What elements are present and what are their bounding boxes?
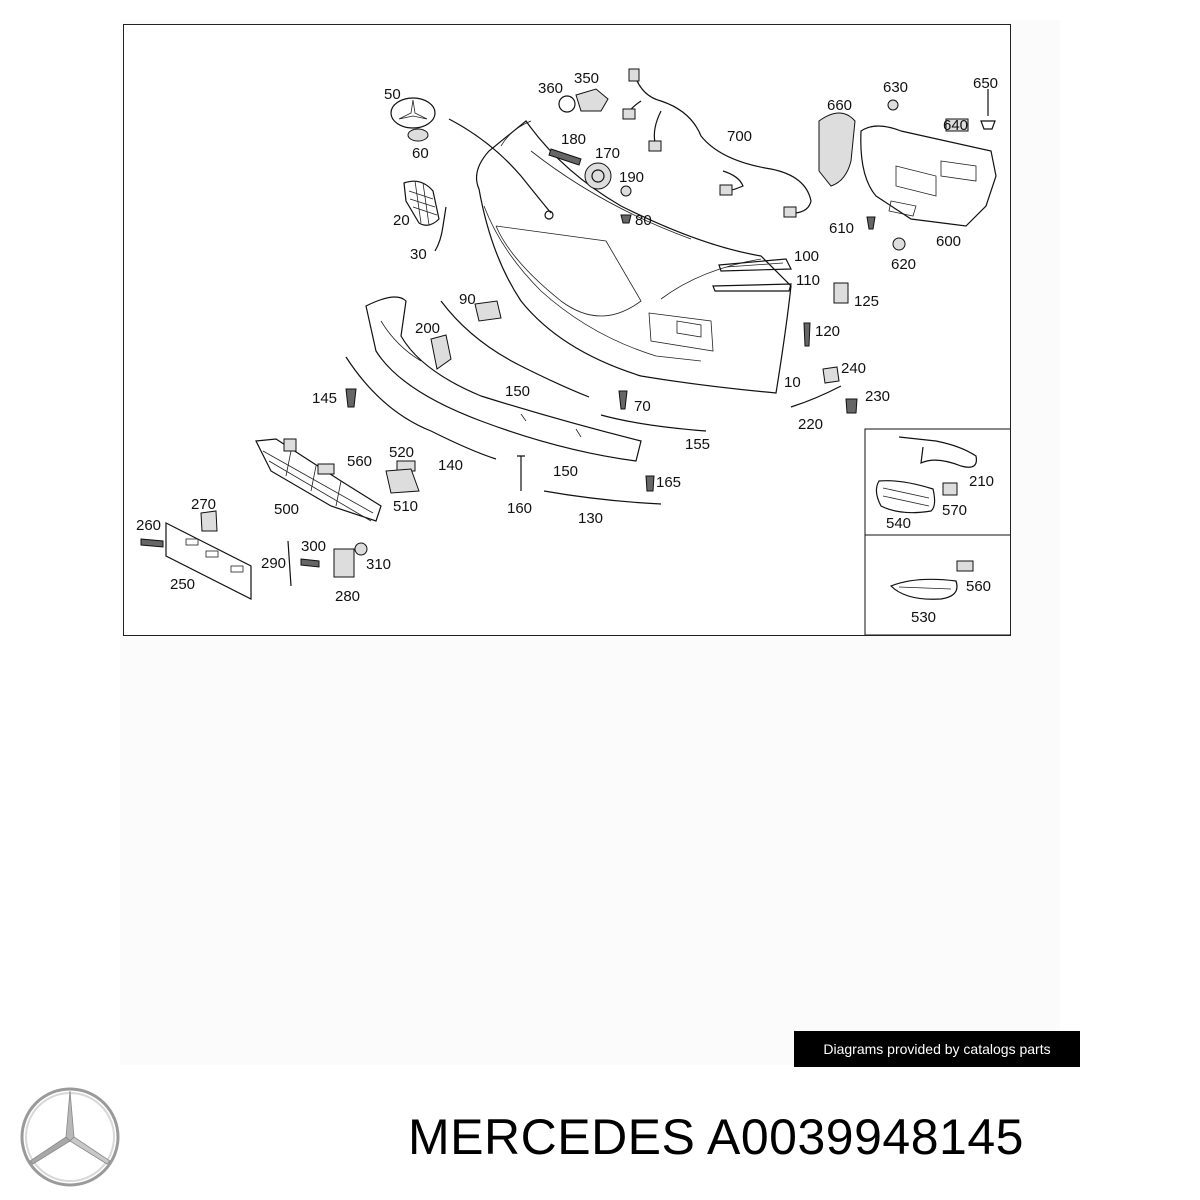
parts-diagram-frame: 50 60 360 350 180 170 190 80 700 630 650 660 640 610 6… — [123, 24, 1011, 636]
callout-n570: 570 — [942, 502, 967, 519]
lower-grille — [255, 438, 382, 522]
callout-n310: 310 — [366, 556, 391, 573]
callout-n600: 600 — [936, 233, 961, 250]
callout-n10: 10 — [784, 374, 801, 391]
mercedes-star-logo — [20, 1087, 120, 1187]
callout-n700: 700 — [727, 128, 752, 145]
callout-n260: 260 — [136, 517, 161, 534]
callout-n155: 155 — [685, 436, 710, 453]
grille-insert — [403, 180, 440, 226]
callout-n220: 220 — [798, 416, 823, 433]
callout-n610: 610 — [829, 220, 854, 237]
callout-n145: 145 — [312, 390, 337, 407]
callout-n560a: 560 — [347, 453, 372, 470]
callout-n125: 125 — [854, 293, 879, 310]
callout-n140: 140 — [438, 457, 463, 474]
parts-diagram: 50 60 360 350 180 170 190 80 700 630 650 660 640 610 6… — [136, 68, 1010, 635]
callout-n240: 240 — [841, 360, 866, 377]
callout-n360: 360 — [538, 80, 563, 97]
callout-n290: 290 — [261, 555, 286, 572]
callout-n30: 30 — [410, 246, 427, 263]
emblem-star — [390, 97, 436, 129]
brand-name: MERCEDES — [408, 1109, 696, 1165]
callout-n150a: 150 — [505, 383, 530, 400]
callout-n250: 250 — [170, 576, 195, 593]
callout-n165: 165 — [656, 474, 681, 491]
lower-lip — [365, 296, 642, 462]
callout-n70: 70 — [634, 398, 651, 415]
callout-n200: 200 — [415, 320, 440, 337]
callout-n280: 280 — [335, 588, 360, 605]
part-number: A0039948145 — [707, 1109, 1024, 1165]
callout-n190: 190 — [619, 169, 644, 186]
callout-n210: 210 — [969, 473, 994, 490]
callout-n170: 170 — [595, 145, 620, 162]
callout-n350: 350 — [574, 70, 599, 87]
callout-n560b: 560 — [966, 578, 991, 595]
callout-n500: 500 — [274, 501, 299, 518]
callout-n50: 50 — [384, 86, 401, 103]
wiring-harness — [622, 68, 812, 218]
callout-n630: 630 — [883, 79, 908, 96]
callout-n160: 160 — [507, 500, 532, 517]
inset-boxes — [864, 428, 1010, 635]
callout-n150b: 150 — [553, 463, 578, 480]
callout-n660: 660 — [827, 97, 852, 114]
bumper-shell — [476, 120, 792, 394]
side-bracket — [860, 125, 997, 227]
callout-n270: 270 — [191, 496, 216, 513]
callout-n130: 130 — [578, 510, 603, 527]
part-title: MERCEDES A0039948145 — [408, 1108, 1024, 1166]
license-bracket — [165, 522, 252, 600]
callout-n80: 80 — [635, 212, 652, 229]
callout-n100: 100 — [794, 248, 819, 265]
callout-n510: 510 — [393, 498, 418, 515]
credit-banner: Diagrams provided by catalogs parts — [794, 1031, 1080, 1067]
callout-n650: 650 — [973, 75, 998, 92]
callout-n520: 520 — [389, 444, 414, 461]
callout-n20: 20 — [393, 212, 410, 229]
callout-n90: 90 — [459, 291, 476, 308]
callout-n120: 120 — [815, 323, 840, 340]
callout-n530: 530 — [911, 609, 936, 626]
callout-n540: 540 — [886, 515, 911, 532]
callout-n180: 180 — [561, 131, 586, 148]
callout-n300: 300 — [301, 538, 326, 555]
callout-n620: 620 — [891, 256, 916, 273]
callout-n230: 230 — [865, 388, 890, 405]
callout-n60: 60 — [412, 145, 429, 162]
callout-n110: 110 — [796, 272, 820, 289]
callout-n640: 640 — [943, 117, 968, 134]
callout-labels: 50 60 360 350 180 170 190 80 700 630 650 660 640 610 6… — [136, 70, 998, 626]
